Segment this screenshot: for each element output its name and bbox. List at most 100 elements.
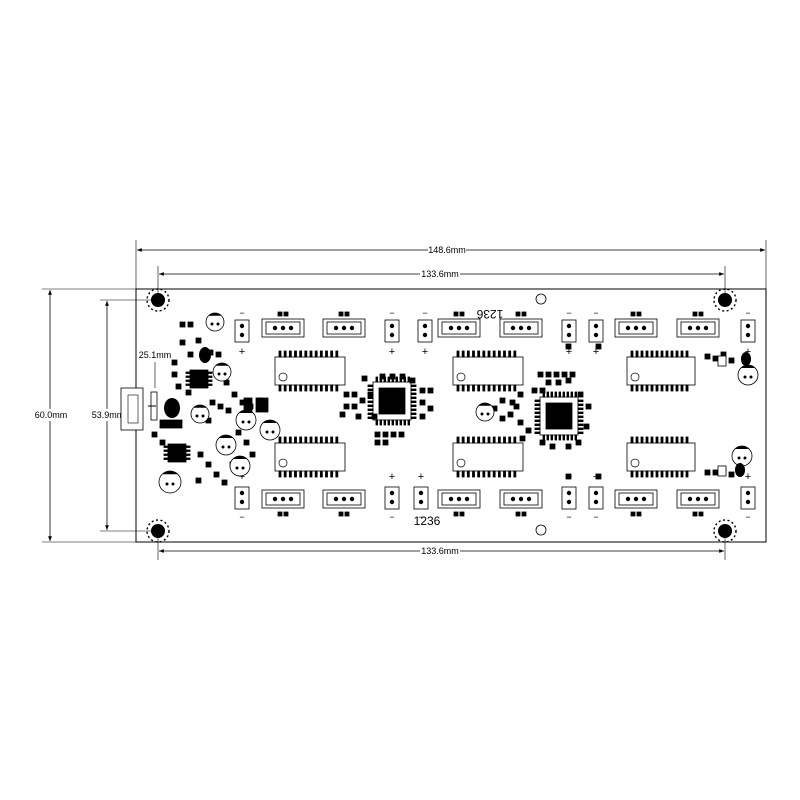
pad-4 [595,473,602,480]
regulator-ic-2 [167,443,187,463]
vertical-hole-spacing-label: 53.9mm [92,410,125,420]
board-marking-bottom: 1236 [414,514,441,528]
smd-part-24 [409,377,416,384]
minus-mark: − [745,512,750,522]
smd-part-26 [537,371,544,378]
smd-part-20 [419,413,426,420]
power-smd-5 [187,351,194,358]
power-smd-28 [213,471,220,478]
driver-ic-3 [626,356,696,386]
power-smd-31 [235,429,242,436]
capacitor-8 [190,404,210,424]
power-smd-22 [151,431,158,438]
power-smd-20 [225,407,232,414]
power-smd-3 [195,337,202,344]
smd-part-34 [539,387,546,394]
smd-part-3 [343,403,350,410]
smd-part-7 [339,411,346,418]
pad-2 [595,343,602,350]
plus-mark: + [422,346,428,358]
power-smd-27 [205,461,212,468]
power-smd-29 [221,479,228,486]
power-smd-18 [209,399,216,406]
minus-mark: − [566,512,571,522]
capacitor-5 [215,434,237,456]
right-smd-1 [704,353,711,360]
smd-part-47 [585,403,592,410]
diode-2 [741,352,751,366]
smd-part-22 [389,373,396,380]
smd-part-39 [507,411,514,418]
power-pin-bottom-6 [740,486,756,510]
driver-ic-6 [626,442,696,472]
smd-part-45 [499,415,506,422]
smd-part-49 [575,439,582,446]
smd-part-27 [545,371,552,378]
smd-part-28 [553,371,560,378]
plus-mark: + [389,471,395,483]
overall-width-dimension: 148.6mm [135,240,767,289]
smd-part-37 [509,399,516,406]
driver-ic-2 [452,356,524,386]
minus-mark: − [593,308,598,318]
power-pin-top-1 [234,319,250,343]
smd-part-5 [359,397,366,404]
connector-offset-dimension: 25.1mm [139,350,172,388]
pad-3 [565,473,572,480]
power-pin-bottom-1 [234,486,250,510]
plus-mark: + [566,346,572,358]
smd-part-8 [355,413,362,420]
vertical-hole-spacing-dimension: 53.9mm [88,299,158,532]
power-smd-6 [171,359,178,366]
smd-part-38 [499,397,506,404]
driver-ic-1 [274,356,346,386]
smd-part-18 [419,399,426,406]
diode-1 [199,347,211,363]
power-pin-top-3 [417,319,433,343]
connector-offset-label: 25.1mm [139,350,172,360]
smd-part-32 [555,379,562,386]
power-pin-top-2 [384,319,400,343]
right-diode-2 [717,355,727,367]
smd-part-17 [427,387,434,394]
smd-part-51 [549,443,556,450]
inductor-2 [243,397,253,413]
right-smd-2 [712,355,719,362]
smd-part-13 [398,431,405,438]
overall-height-dimension: 60.0mm [31,288,136,543]
right-smd-8 [728,471,735,478]
smd-part-6 [367,391,374,398]
right-smd-5 [704,469,711,476]
mounting-hole-top-left [146,288,170,312]
driver-ic-4 [274,442,346,472]
pad-1 [565,343,572,350]
smd-part-36 [517,391,524,398]
plus-mark: + [239,471,245,483]
plus-mark: + [239,346,245,358]
power-pin-bottom-3 [413,486,429,510]
top-hole-spacing-label: 133.6mm [421,269,459,279]
power-smd-19 [217,403,224,410]
minus-mark: − [239,512,244,522]
smd-part-10 [374,431,381,438]
smd-part-42 [519,435,526,442]
minus-mark: − [566,308,571,318]
minus-mark: − [239,308,244,318]
fuse [159,419,183,429]
smd-part-1 [343,391,350,398]
smd-part-4 [351,403,358,410]
smd-part-11 [382,431,389,438]
board-marking-top: 1236 [476,307,503,321]
power-smd-7 [171,371,178,378]
regulator-ic-1 [189,369,209,389]
overall-width-label: 148.6mm [428,245,466,255]
mounting-holes [146,288,737,543]
smd-part-12 [390,431,397,438]
plus-mark: + [593,346,599,358]
power-smd-14 [231,391,238,398]
power-pin-top-4 [561,319,577,343]
smd-part-48 [583,423,590,430]
minus-mark: − [389,308,394,318]
power-smd-1 [179,321,186,328]
